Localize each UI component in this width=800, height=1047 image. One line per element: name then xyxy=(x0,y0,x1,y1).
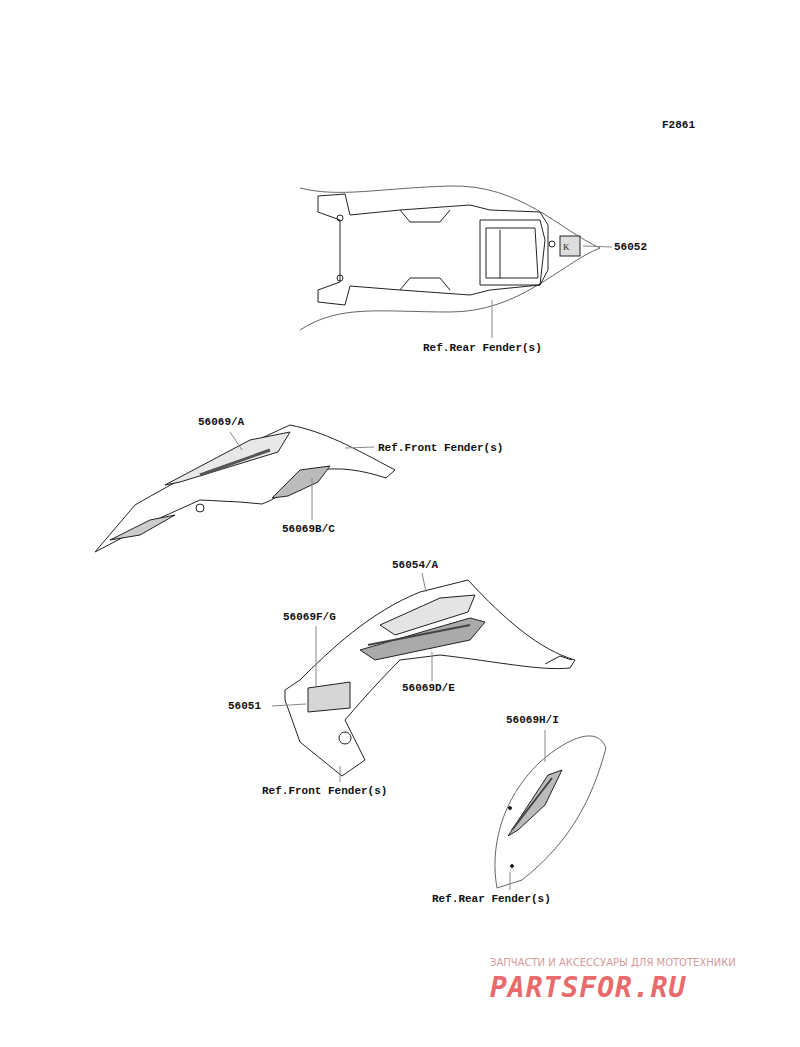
callout-number: 56069H/I xyxy=(506,714,559,727)
reference-label: Ref.Front Fender(s) xyxy=(378,442,503,455)
figure-code: F2861 xyxy=(662,119,695,132)
callout-number: 56069/A xyxy=(198,416,244,429)
svg-text:K: K xyxy=(563,242,570,252)
callout-number: 56069D/E xyxy=(402,682,455,695)
callout-number: 56051 xyxy=(228,700,261,713)
callout-number: 56069B/C xyxy=(282,523,335,536)
callout-number: 56069F/G xyxy=(283,611,336,624)
watermark-text: ЗАПЧАСТИ И АКСЕССУАРЫ ДЛЯ МОТОТЕХНИКИ xyxy=(490,957,736,969)
callout-number: 56054/A xyxy=(392,559,438,572)
reference-label: Ref.Rear Fender(s) xyxy=(423,342,542,355)
callout-number: 56052 xyxy=(614,241,647,254)
reference-label: Ref.Rear Fender(s) xyxy=(432,893,551,906)
watermark-logo: PARTSFOR.RU xyxy=(490,972,686,1004)
reference-label: Ref.Front Fender(s) xyxy=(262,785,387,798)
